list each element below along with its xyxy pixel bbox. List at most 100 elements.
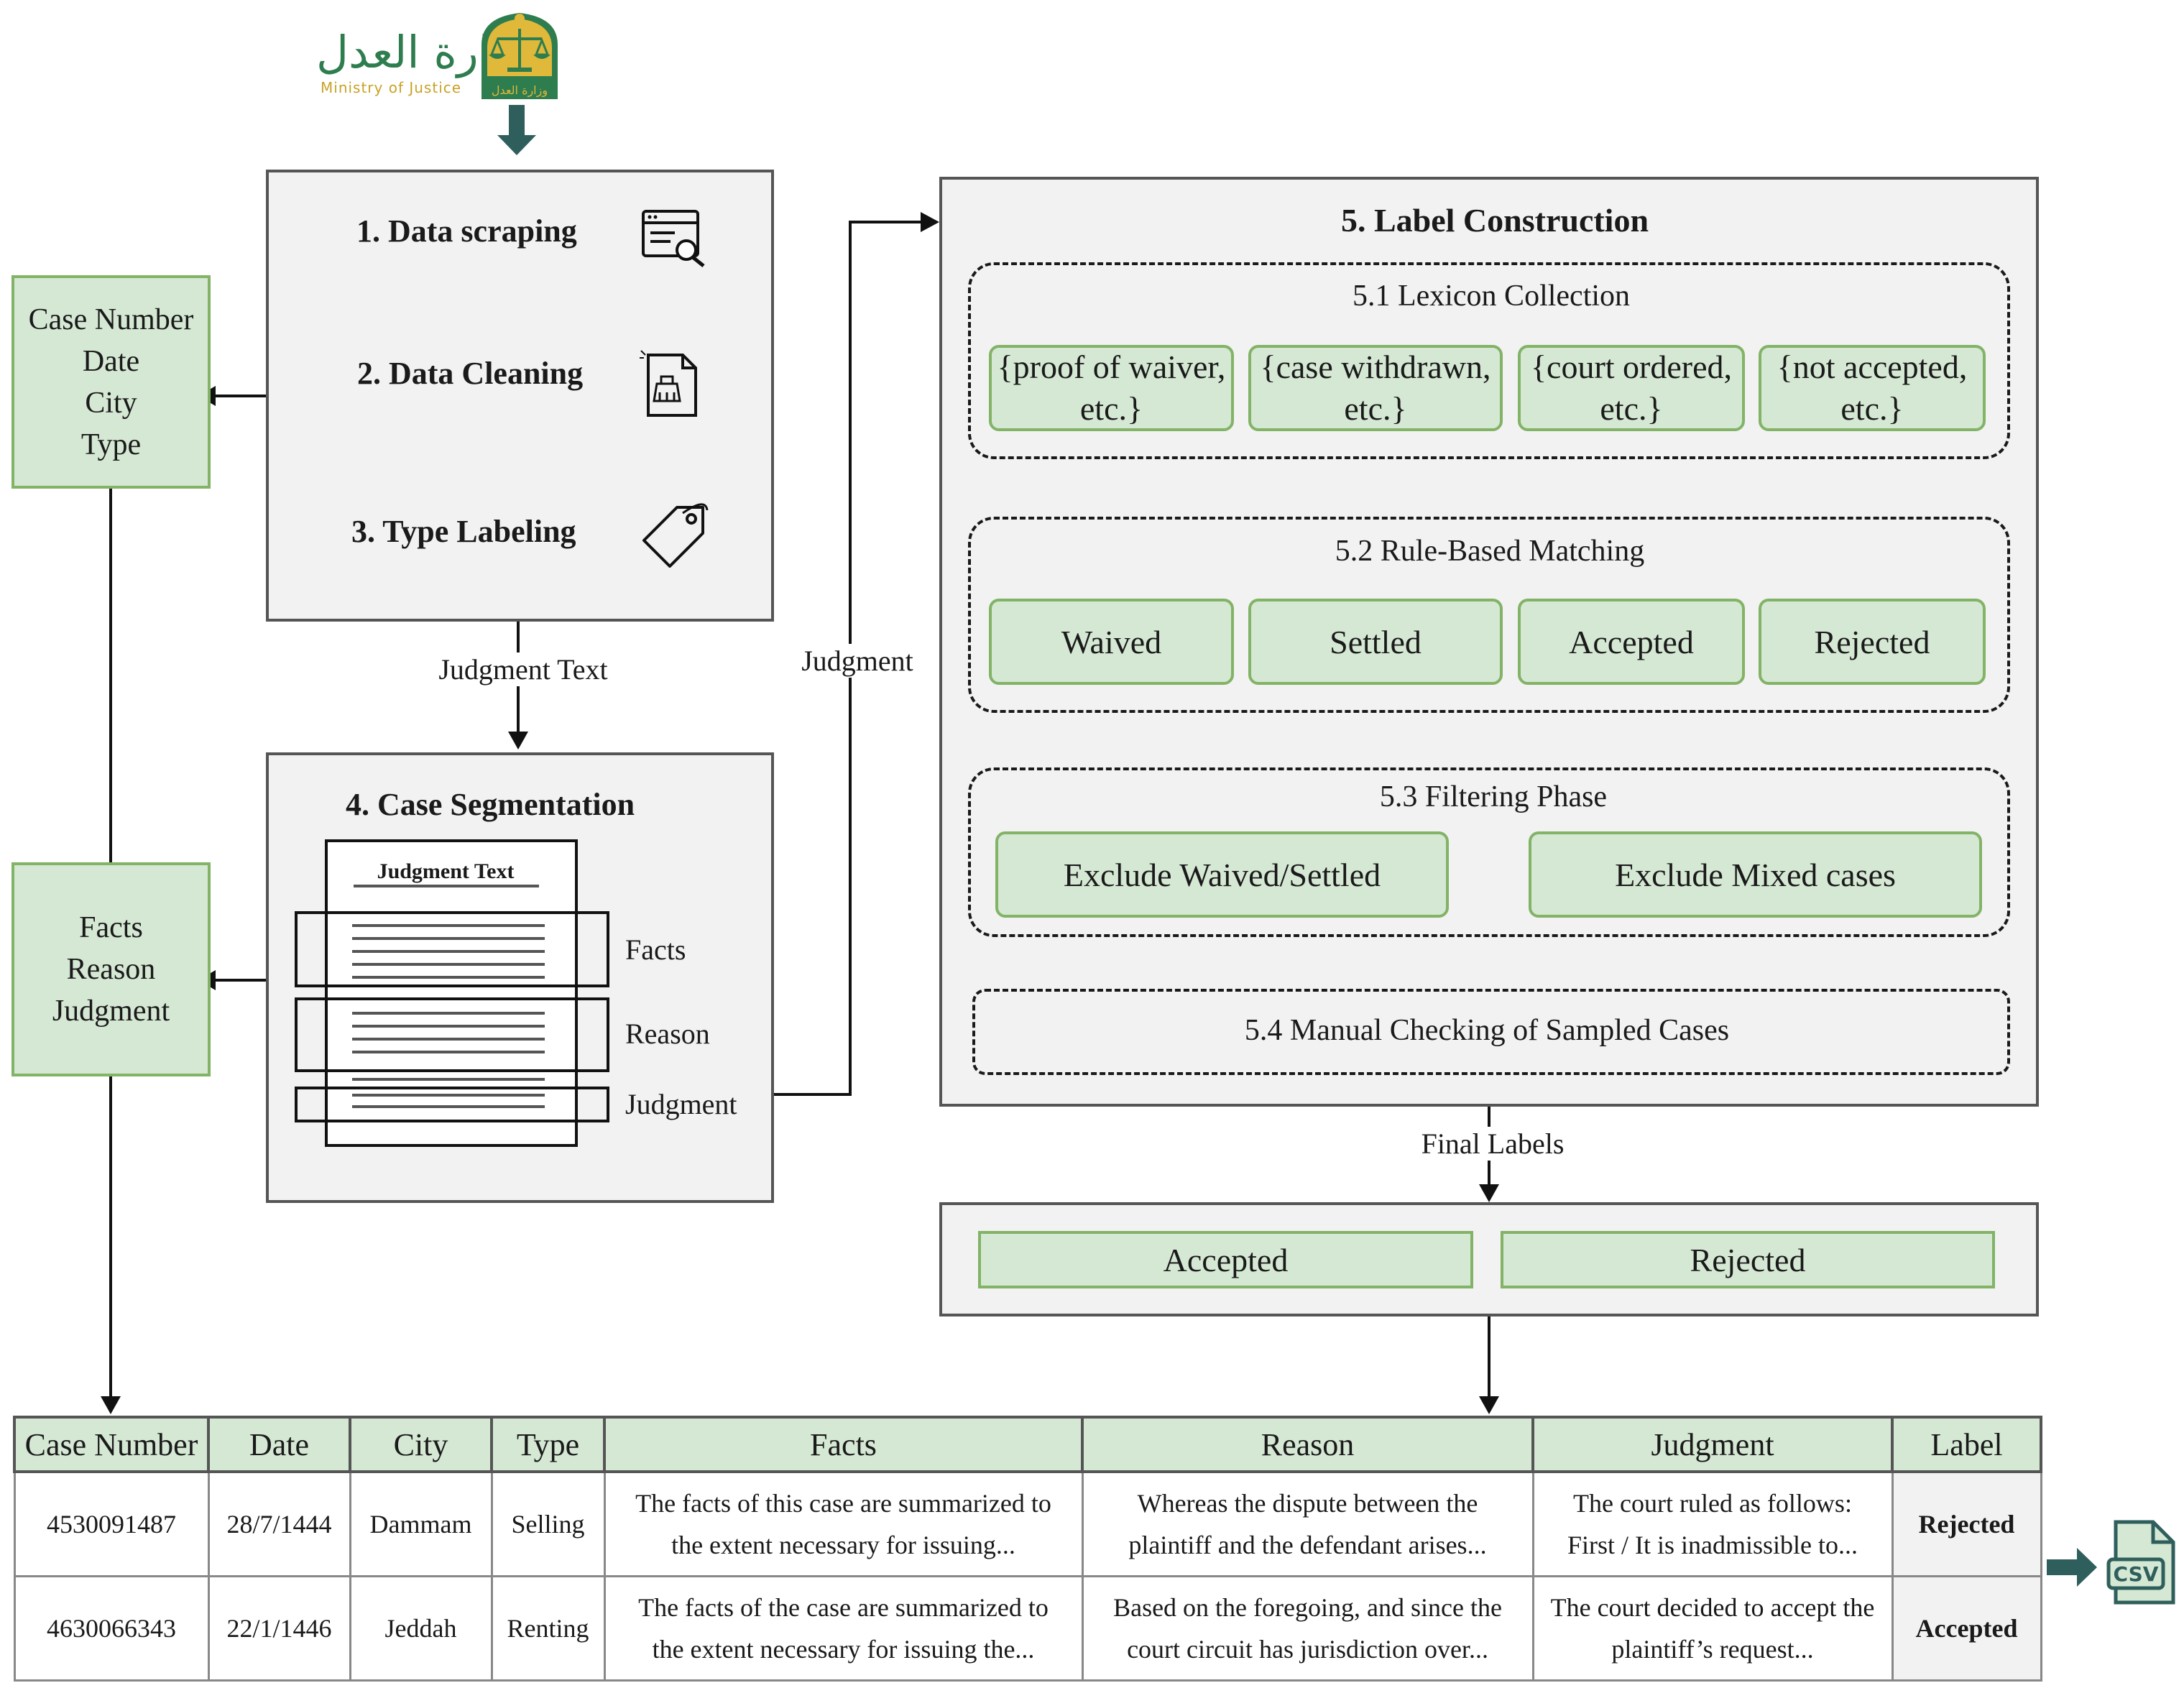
csv-file-icon: CSV <box>2106 1520 2175 1605</box>
emblem-caption: وزارة العدل <box>492 83 548 98</box>
lexicon-collection-title: 5.1 Lexicon Collection <box>1352 280 1631 313</box>
segment-facts-label: Facts <box>625 933 686 966</box>
document-cleaning-icon <box>640 350 697 417</box>
cell-type: Selling <box>490 1470 606 1577</box>
final-label-accepted: Accepted <box>978 1231 1473 1288</box>
label-final-labels: Final Labels <box>1418 1127 1567 1161</box>
web-search-icon <box>642 210 705 267</box>
lexicon-withdrawn-line1: {case withdrawn, <box>1260 349 1491 385</box>
step-case-segmentation: 4. Case Segmentation <box>346 787 635 822</box>
match-waived: Waived <box>989 599 1234 685</box>
cell-judgment-line2: First / It is inadmissible to... <box>1567 1531 1858 1559</box>
col-reason: Reason <box>1081 1416 1534 1473</box>
filter-exclude-mixed: Exclude Mixed cases <box>1529 831 1982 918</box>
cell-judgment-line1: The court ruled as follows: <box>1573 1489 1852 1518</box>
cell-reason-line2: plaintiff and the defendant arises... <box>1128 1531 1487 1559</box>
cell-date: 22/1/1446 <box>207 1575 351 1682</box>
meta-case-number: Case Number <box>28 303 194 336</box>
cell-reason-line2: court circuit has jurisdiction over... <box>1127 1635 1488 1664</box>
cell-case-number: 4630066343 <box>13 1575 210 1682</box>
lexicon-withdrawn-line2: etc.} <box>1344 390 1407 427</box>
meta-type: Type <box>80 428 142 461</box>
step-data-scraping: 1. Data scraping <box>356 213 577 249</box>
label-judgment: Judgment <box>798 644 916 678</box>
cell-facts: The facts of the case are summarized to t… <box>603 1575 1084 1682</box>
col-date: Date <box>207 1416 351 1473</box>
justice-emblem-icon: وزارة العدل <box>482 13 558 99</box>
cell-facts: The facts of this case are summarized to… <box>603 1470 1084 1577</box>
col-type: Type <box>490 1416 606 1473</box>
cell-reason: Based on the foregoing, and since the cou… <box>1081 1575 1534 1682</box>
cell-label: Rejected <box>1891 1470 2042 1577</box>
metadata-box: Case Number Date City Type <box>11 275 211 489</box>
meta-date: Date <box>82 344 140 378</box>
label-construction-title: 5. Label Construction <box>1340 202 1649 239</box>
table-row: 4630066343 22/1/1446 Jeddah Renting The … <box>13 1575 2042 1682</box>
lexicon-ordered-line2: etc.} <box>1600 390 1663 427</box>
table-header-row: Case Number Date City Type Facts Reason … <box>13 1416 2042 1473</box>
filter-exclude-waived-settled: Exclude Waived/Settled <box>995 831 1449 918</box>
cell-case-number: 4530091487 <box>13 1470 210 1577</box>
content-reason: Reason <box>66 953 156 986</box>
section-judgment <box>295 1087 609 1122</box>
document-sections <box>295 911 609 1122</box>
col-label: Label <box>1891 1416 2042 1473</box>
section-facts <box>295 911 609 987</box>
segment-reason-label: Reason <box>625 1018 710 1050</box>
cell-facts-line1: The facts of the case are summarized to <box>638 1593 1049 1622</box>
cell-judgment: The court ruled as follows: First / It is… <box>1531 1470 1894 1577</box>
cell-facts-line2: the extent necessary for issuing the... <box>652 1635 1035 1664</box>
cell-city: Jeddah <box>349 1575 493 1682</box>
cell-judgment-line2: plaintiff’s request... <box>1611 1635 1814 1664</box>
match-accepted: Accepted <box>1518 599 1745 685</box>
csv-icon-text: CSV <box>2114 1562 2159 1586</box>
filtering-group <box>968 767 2010 937</box>
match-settled: Settled <box>1248 599 1503 685</box>
arrow-table-to-csv <box>2047 1548 2097 1587</box>
dataset-table: Case Number Date City Type Facts Reason … <box>13 1416 2042 1682</box>
step-data-cleaning: 2. Data Cleaning <box>357 356 584 391</box>
lexicon-not-accepted-line1: {not accepted, <box>1777 349 1968 385</box>
meta-city: City <box>85 386 137 420</box>
logo-english-text: Ministry of Justice <box>321 79 462 96</box>
lexicon-ordered-line1: {court ordered, <box>1530 349 1733 385</box>
cell-city: Dammam <box>349 1470 493 1577</box>
arrow-logo-to-panel <box>497 105 536 155</box>
rule-matching-group <box>968 517 2010 713</box>
lexicon-withdrawn: {case withdrawn, etc.} <box>1248 345 1503 431</box>
lexicon-waiver-line1: {proof of waiver, <box>997 349 1226 385</box>
cell-judgment-line1: The court decided to accept the <box>1550 1593 1875 1622</box>
lexicon-not-accepted-line2: etc.} <box>1840 390 1904 427</box>
ministry-logo: وزارة العدل Ministry of Justice <box>316 26 534 98</box>
cell-facts-line1: The facts of this case are summarized to <box>635 1489 1051 1518</box>
table-row: 4530091487 28/7/1444 Dammam Selling The … <box>13 1470 2042 1577</box>
lexicon-waiver-line2: etc.} <box>1079 390 1143 427</box>
manual-checking-group <box>972 989 2010 1075</box>
content-judgment: Judgment <box>52 995 170 1028</box>
document-header: Judgment Text <box>377 859 515 883</box>
lexicon-waiver: {proof of waiver, etc.} <box>989 345 1234 431</box>
lexicon-ordered: {court ordered, etc.} <box>1518 345 1745 431</box>
lexicon-not-accepted: {not accepted, etc.} <box>1759 345 1986 431</box>
document-header-underline <box>354 885 539 887</box>
cell-type: Renting <box>490 1575 606 1682</box>
col-case-number: Case Number <box>13 1416 210 1473</box>
content-facts: Facts <box>79 911 143 944</box>
step-type-labeling: 3. Type Labeling <box>351 514 576 549</box>
final-label-rejected: Rejected <box>1501 1231 1995 1288</box>
match-rejected: Rejected <box>1759 599 1986 685</box>
cell-date: 28/7/1444 <box>207 1470 351 1577</box>
content-fields-box: Facts Reason Judgment <box>11 862 211 1076</box>
cell-label: Accepted <box>1891 1575 2042 1682</box>
col-facts: Facts <box>603 1416 1084 1473</box>
cell-reason-line1: Based on the foregoing, and since the <box>1113 1593 1502 1622</box>
col-city: City <box>349 1416 493 1473</box>
lexicon-collection-group <box>968 262 2010 459</box>
section-reason <box>295 997 609 1072</box>
cell-judgment: The court decided to accept the plaintiff… <box>1531 1575 1894 1682</box>
cell-facts-line2: the extent necessary for issuing... <box>671 1531 1015 1559</box>
manual-checking-title: 5.4 Manual Checking of Sampled Cases <box>1244 1014 1730 1047</box>
rule-matching-title: 5.2 Rule-Based Matching <box>1330 534 1649 568</box>
